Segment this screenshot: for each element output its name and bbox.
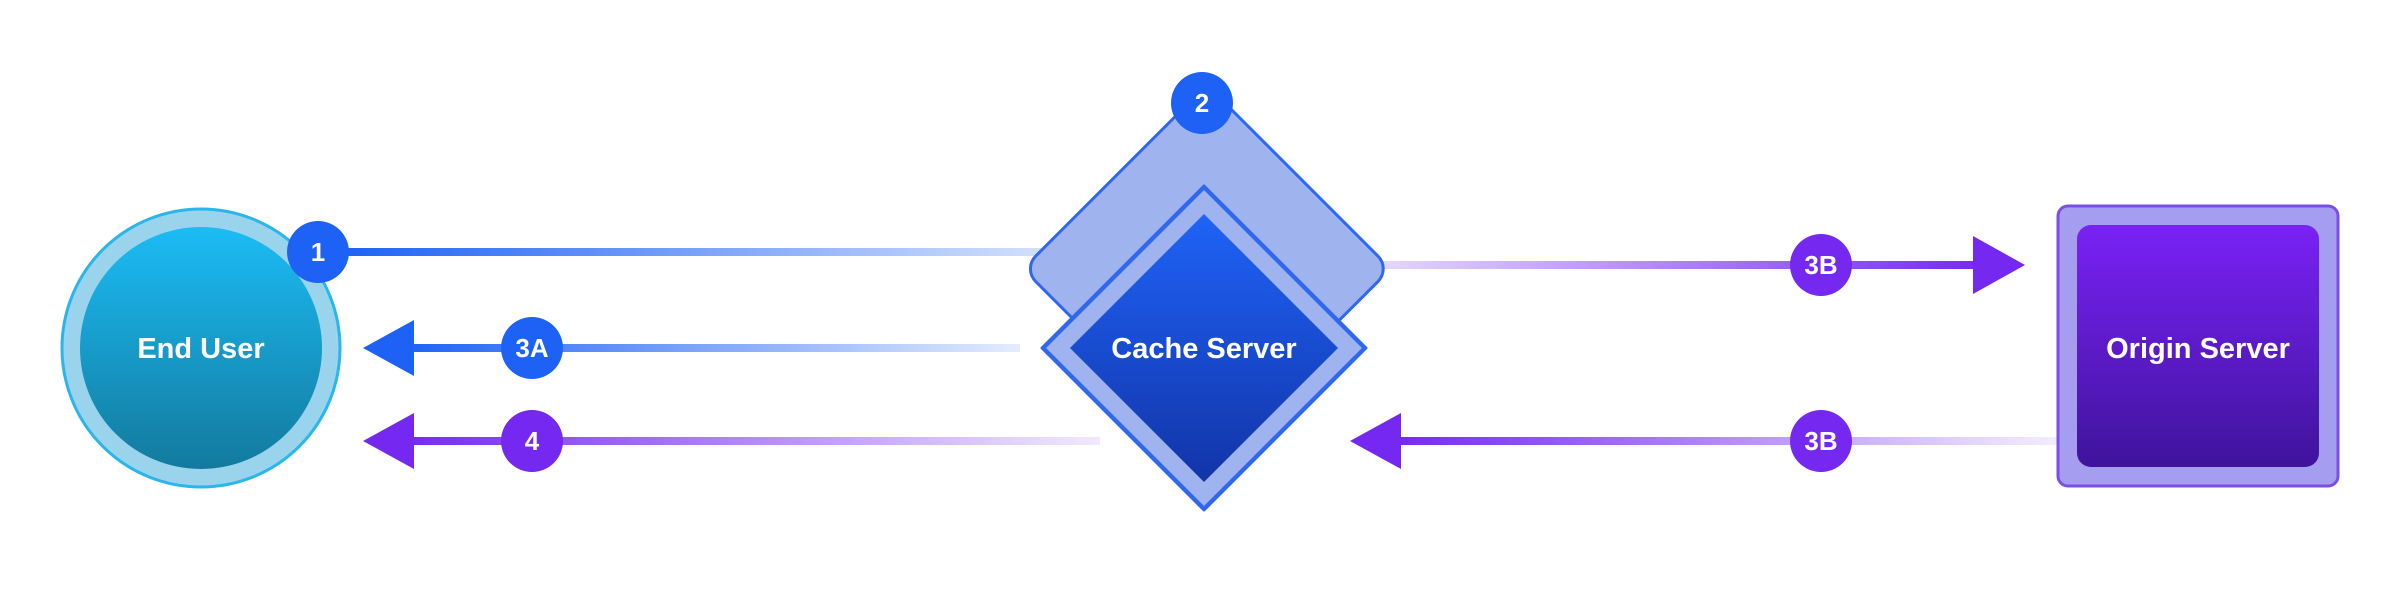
origin-request-arrowhead: [1973, 236, 2025, 294]
cache-server-label: Cache Server: [1111, 333, 1296, 365]
end-user-label: End User: [137, 333, 264, 365]
end-user-node: End User: [60, 207, 342, 489]
origin-response-line: [1390, 437, 2060, 445]
cache-server-node: Cache Server: [1028, 90, 1385, 512]
final-response-arrowhead: [363, 413, 414, 469]
step-badge-3b-request: 3B: [1790, 234, 1852, 296]
final-response-line: [400, 437, 1100, 445]
svg-text:3B: 3B: [1804, 250, 1837, 280]
svg-text:4: 4: [525, 426, 540, 456]
cache-hit-arrowhead: [363, 320, 414, 376]
request-line: [340, 248, 1110, 256]
origin-server-label: Origin Server: [2106, 333, 2290, 365]
step-badge-1: 1: [287, 221, 349, 283]
step-badge-3a: 3A: [501, 317, 563, 379]
step-badge-3b-response: 3B: [1790, 410, 1852, 472]
step-badge-2: 2: [1171, 72, 1233, 134]
cache-hit-line: [400, 344, 1020, 352]
svg-text:3A: 3A: [515, 333, 548, 363]
step-badge-4: 4: [501, 410, 563, 472]
origin-request-line: [1300, 261, 1990, 269]
svg-text:3B: 3B: [1804, 426, 1837, 456]
svg-text:2: 2: [1195, 88, 1209, 118]
origin-server-node: Origin Server: [2056, 204, 2340, 488]
origin-response-arrowhead: [1350, 413, 1401, 469]
svg-text:1: 1: [311, 237, 325, 267]
